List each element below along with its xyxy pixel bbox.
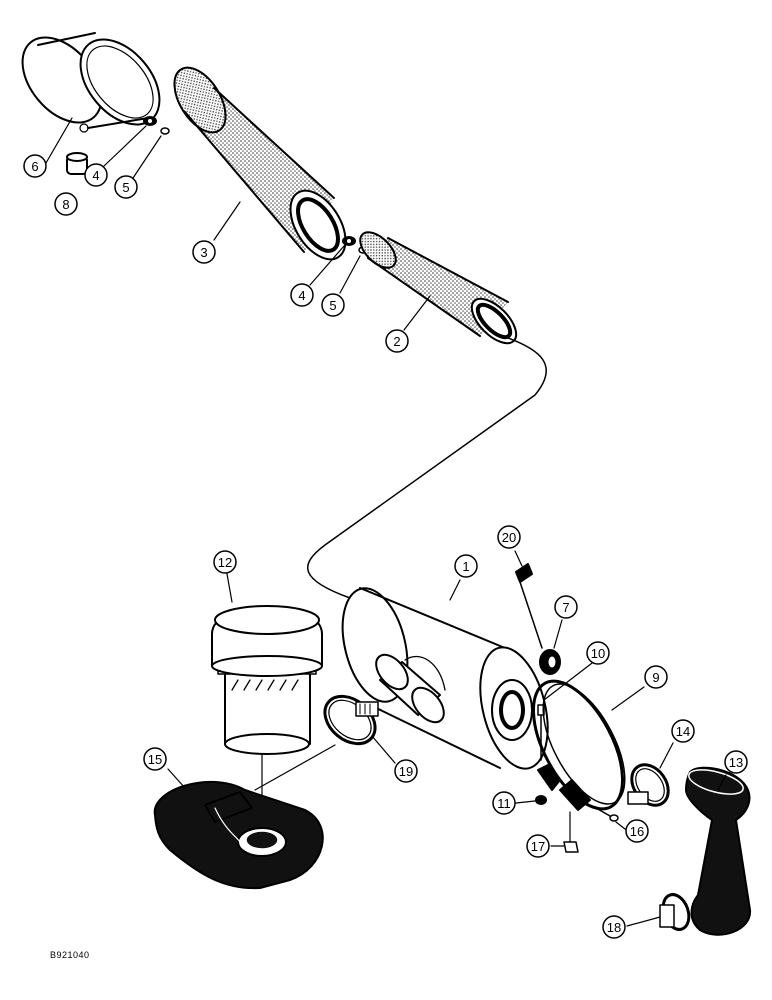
callout-6: 6 bbox=[23, 154, 47, 178]
callout-2-label: 2 bbox=[393, 334, 400, 349]
precleaner-icon bbox=[211, 605, 323, 755]
callout-16: 16 bbox=[625, 819, 649, 843]
dust-valve-icon bbox=[66, 152, 88, 175]
wing-nut-icon bbox=[342, 236, 356, 246]
bolt-icon bbox=[537, 704, 545, 761]
callout-4-lower: 4 bbox=[290, 283, 314, 307]
callout-17: 17 bbox=[526, 834, 550, 858]
callout-13: 13 bbox=[724, 750, 748, 774]
callout-11: 11 bbox=[492, 791, 516, 815]
callout-19: 19 bbox=[394, 759, 418, 783]
callout-3-label: 3 bbox=[200, 245, 207, 260]
callout-1: 1 bbox=[454, 554, 478, 578]
callout-15: 15 bbox=[143, 747, 167, 771]
fitting-icon bbox=[515, 563, 543, 649]
callout-5-upper: 5 bbox=[114, 175, 138, 199]
callout-17-label: 17 bbox=[531, 839, 545, 854]
callout-12-label: 12 bbox=[218, 555, 232, 570]
callout-7: 7 bbox=[554, 595, 578, 619]
callout-5-lower: 5 bbox=[321, 293, 345, 317]
callout-18: 18 bbox=[602, 915, 626, 939]
callout-7-label: 7 bbox=[562, 600, 569, 615]
nut-icon bbox=[535, 795, 547, 805]
callout-5-label: 5 bbox=[122, 180, 129, 195]
callout-20-label: 20 bbox=[502, 530, 516, 545]
end-cover-icon bbox=[21, 30, 161, 133]
callout-3: 3 bbox=[192, 240, 216, 264]
adapter-icon bbox=[153, 780, 324, 890]
hose-clamp-icon bbox=[627, 763, 670, 807]
air-cleaner-housing-icon bbox=[341, 587, 549, 770]
figure-reference-code: B921040 bbox=[50, 950, 90, 960]
callout-4-label: 4 bbox=[92, 168, 99, 183]
callout-14-label: 14 bbox=[676, 724, 690, 739]
outer-filter-element-icon bbox=[173, 66, 347, 261]
inner-filter-element-icon bbox=[359, 231, 518, 345]
assembly-leader-line bbox=[307, 337, 547, 599]
callout-2: 2 bbox=[385, 329, 409, 353]
callout-15-label: 15 bbox=[148, 752, 162, 767]
wing-nut-icon bbox=[143, 116, 157, 126]
callout-13-label: 13 bbox=[729, 755, 743, 770]
callout-4-upper: 4 bbox=[84, 163, 108, 187]
mounting-band-icon bbox=[531, 679, 626, 811]
callout-14: 14 bbox=[671, 719, 695, 743]
callout-12: 12 bbox=[213, 550, 237, 574]
callout-18-label: 18 bbox=[607, 920, 621, 935]
screw-icon bbox=[595, 807, 619, 822]
hose-clamp-icon bbox=[323, 694, 379, 746]
callout-8-label: 8 bbox=[62, 197, 69, 212]
washer-icon bbox=[160, 127, 170, 135]
callout-19-label: 19 bbox=[399, 764, 413, 779]
callout-9-label: 9 bbox=[652, 670, 659, 685]
callout-16-label: 16 bbox=[630, 824, 644, 839]
callout-11-label: 11 bbox=[497, 796, 511, 811]
callout-6-label: 6 bbox=[31, 159, 38, 174]
callout-20: 20 bbox=[497, 525, 521, 549]
hose-clamp-icon bbox=[659, 893, 691, 931]
nut-icon bbox=[563, 811, 579, 853]
callout-5-label: 5 bbox=[329, 298, 336, 313]
callout-4-label: 4 bbox=[298, 288, 305, 303]
callout-1-label: 1 bbox=[462, 559, 469, 574]
restriction-indicator-icon bbox=[539, 649, 561, 675]
callout-8: 8 bbox=[54, 192, 78, 216]
callout-9: 9 bbox=[644, 665, 668, 689]
callout-10-label: 10 bbox=[591, 646, 605, 661]
hose-icon bbox=[685, 766, 752, 936]
callout-10: 10 bbox=[586, 641, 610, 665]
